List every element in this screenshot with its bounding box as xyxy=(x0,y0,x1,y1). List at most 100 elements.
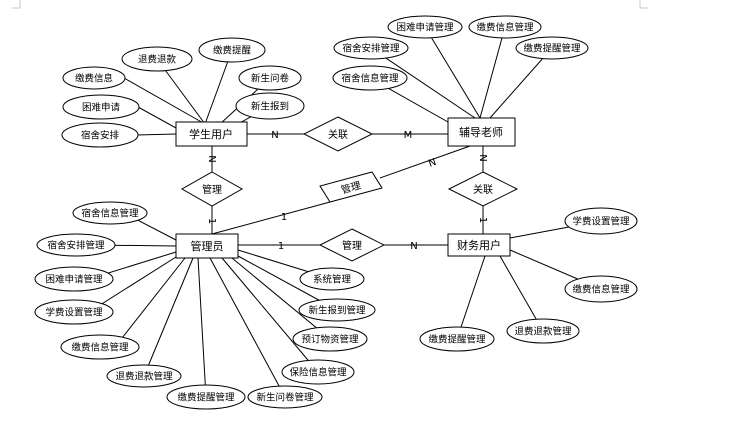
relationship-student-admin-label: 管理 xyxy=(202,183,222,196)
cardinality-label: 1 xyxy=(206,218,217,224)
attribute-ellipse xyxy=(419,326,495,352)
attribute-ellipse xyxy=(281,359,355,385)
attribute-counselor: 宿舍信息管理 xyxy=(332,65,408,91)
attribute-label: 缴费信息 xyxy=(75,73,113,85)
attribute-ellipse xyxy=(62,94,140,120)
cardinality-label: N xyxy=(477,154,488,161)
attribute-label: 学费设置管理 xyxy=(45,307,103,319)
cardinality-label: 1 xyxy=(281,212,287,223)
entity-counselor-label: 辅导老师 xyxy=(459,125,503,139)
attribute-label: 缴费信息管理 xyxy=(71,342,129,354)
attribute-label: 宿舍信息管理 xyxy=(341,73,399,85)
entity-finance: 财务用户 xyxy=(447,233,511,257)
relationship-student-counselor: 关联 xyxy=(302,116,374,152)
attribute-label: 缴费提醒 xyxy=(213,45,252,57)
attribute-label: 退费退款管理 xyxy=(115,371,173,383)
attribute-finance: 退费退款管理 xyxy=(506,318,580,344)
entity-student-label: 学生用户 xyxy=(189,127,233,141)
entity-counselor: 辅导老师 xyxy=(447,117,516,147)
attribute-label: 困难申请 xyxy=(82,102,121,114)
attribute-admin: 新生报到管理 xyxy=(298,298,376,322)
attribute-label: 宿舍信息管理 xyxy=(81,208,139,220)
attribute-ellipse xyxy=(332,65,408,91)
relationship-student-admin: 管理 xyxy=(180,171,244,207)
attribute-ellipse xyxy=(36,233,116,257)
attribute-label: 新生问卷 xyxy=(251,73,290,85)
attribute-ellipse xyxy=(121,46,193,72)
attribute-label: 困难申请管理 xyxy=(45,274,103,286)
attribute-ellipse xyxy=(106,364,182,388)
attribute-label: 宿舍安排管理 xyxy=(47,240,105,252)
attribute-admin: 宿舍信息管理 xyxy=(72,201,148,225)
attribute-ellipse xyxy=(292,326,368,352)
attribute-admin: 预订物资管理 xyxy=(292,326,368,352)
attribute-label: 退费退款 xyxy=(138,54,177,66)
attribute-label: 预订物资管理 xyxy=(301,334,359,346)
entity-student: 学生用户 xyxy=(175,121,248,147)
attribute-ellipse xyxy=(333,36,409,60)
attribute-ellipse xyxy=(60,334,140,360)
attribute-label: 缴费提醒管理 xyxy=(523,43,581,55)
attribute-student: 缴费信息 xyxy=(62,66,126,90)
attribute-label: 退费退款管理 xyxy=(514,326,572,338)
attribute-label: 宿舍安排 xyxy=(81,130,120,142)
attribute-ellipse xyxy=(34,299,114,325)
attribute-admin: 学费设置管理 xyxy=(34,299,114,325)
relationship-admin-counselor: 管理 xyxy=(319,171,383,203)
cardinality-label: N xyxy=(427,157,438,170)
attribute-label: 缴费提醒管理 xyxy=(177,392,235,404)
attribute-student: 困难申请 xyxy=(62,94,140,120)
attribute-ellipse xyxy=(564,275,638,303)
attribute-ellipse xyxy=(298,298,376,322)
attribute-admin: 保险信息管理 xyxy=(281,359,355,385)
cardinality-label: N xyxy=(271,130,278,141)
attribute-admin: 退费退款管理 xyxy=(106,364,182,388)
attribute-student: 新生报到 xyxy=(235,92,305,120)
relationship-admin-finance: 管理 xyxy=(318,228,386,262)
attribute-admin: 缴费信息管理 xyxy=(60,334,140,360)
attribute-label: 保险信息管理 xyxy=(289,367,347,379)
attribute-label: 系统管理 xyxy=(313,274,352,286)
attribute-finance: 缴费信息管理 xyxy=(564,275,638,303)
attribute-ellipse xyxy=(166,384,246,410)
relationship-admin-finance-label: 管理 xyxy=(342,239,362,252)
attribute-finance: 缴费提醒管理 xyxy=(419,326,495,352)
attribute-admin: 困难申请管理 xyxy=(34,266,114,292)
attribute-student: 新生问卷 xyxy=(238,65,302,91)
attribute-student: 宿舍安排 xyxy=(61,122,139,148)
attribute-label: 新生报到 xyxy=(251,101,289,113)
attribute-ellipse xyxy=(564,207,638,235)
entity-finance-label: 财务用户 xyxy=(457,238,501,252)
attribute-admin: 宿舍安排管理 xyxy=(36,233,116,257)
attribute-ellipse xyxy=(506,318,580,344)
attribute-ellipse xyxy=(247,385,323,409)
relationship-student-counselor-label: 关联 xyxy=(328,128,348,141)
entity-admin-label: 管理员 xyxy=(191,239,224,253)
attribute-label: 缴费信息管理 xyxy=(476,22,534,34)
attribute-ellipse xyxy=(34,266,114,292)
attribute-ellipse xyxy=(515,36,589,60)
cardinality-label: 1 xyxy=(278,241,284,252)
attribute-admin: 缴费提醒管理 xyxy=(166,384,246,410)
attribute-counselor: 宿舍安排管理 xyxy=(333,36,409,60)
attribute-admin: 新生问卷管理 xyxy=(247,385,323,409)
relationship-counselor-finance-label: 关联 xyxy=(473,183,493,196)
cardinality-labels: N M N 1 1 N N 1 1 N xyxy=(206,130,488,252)
attribute-ellipse xyxy=(62,66,126,90)
relationship-counselor-finance: 关联 xyxy=(447,171,519,207)
entity-admin: 管理员 xyxy=(175,233,239,259)
cardinality-label: 1 xyxy=(477,217,488,223)
attribute-ellipse xyxy=(198,37,266,63)
attribute-counselor: 困难申请管理 xyxy=(387,15,463,39)
attribute-label: 缴费信息管理 xyxy=(572,284,630,296)
attribute-finance: 学费设置管理 xyxy=(564,207,638,235)
attribute-ellipse xyxy=(61,122,139,148)
attribute-student: 缴费提醒 xyxy=(198,37,266,63)
attribute-ellipse xyxy=(235,92,305,120)
attribute-counselor: 缴费提醒管理 xyxy=(515,36,589,60)
attribute-student: 退费退款 xyxy=(121,46,193,72)
attribute-counselor: 缴费信息管理 xyxy=(468,15,542,39)
attribute-ellipse xyxy=(72,201,148,225)
attribute-label: 缴费提醒管理 xyxy=(428,334,486,346)
